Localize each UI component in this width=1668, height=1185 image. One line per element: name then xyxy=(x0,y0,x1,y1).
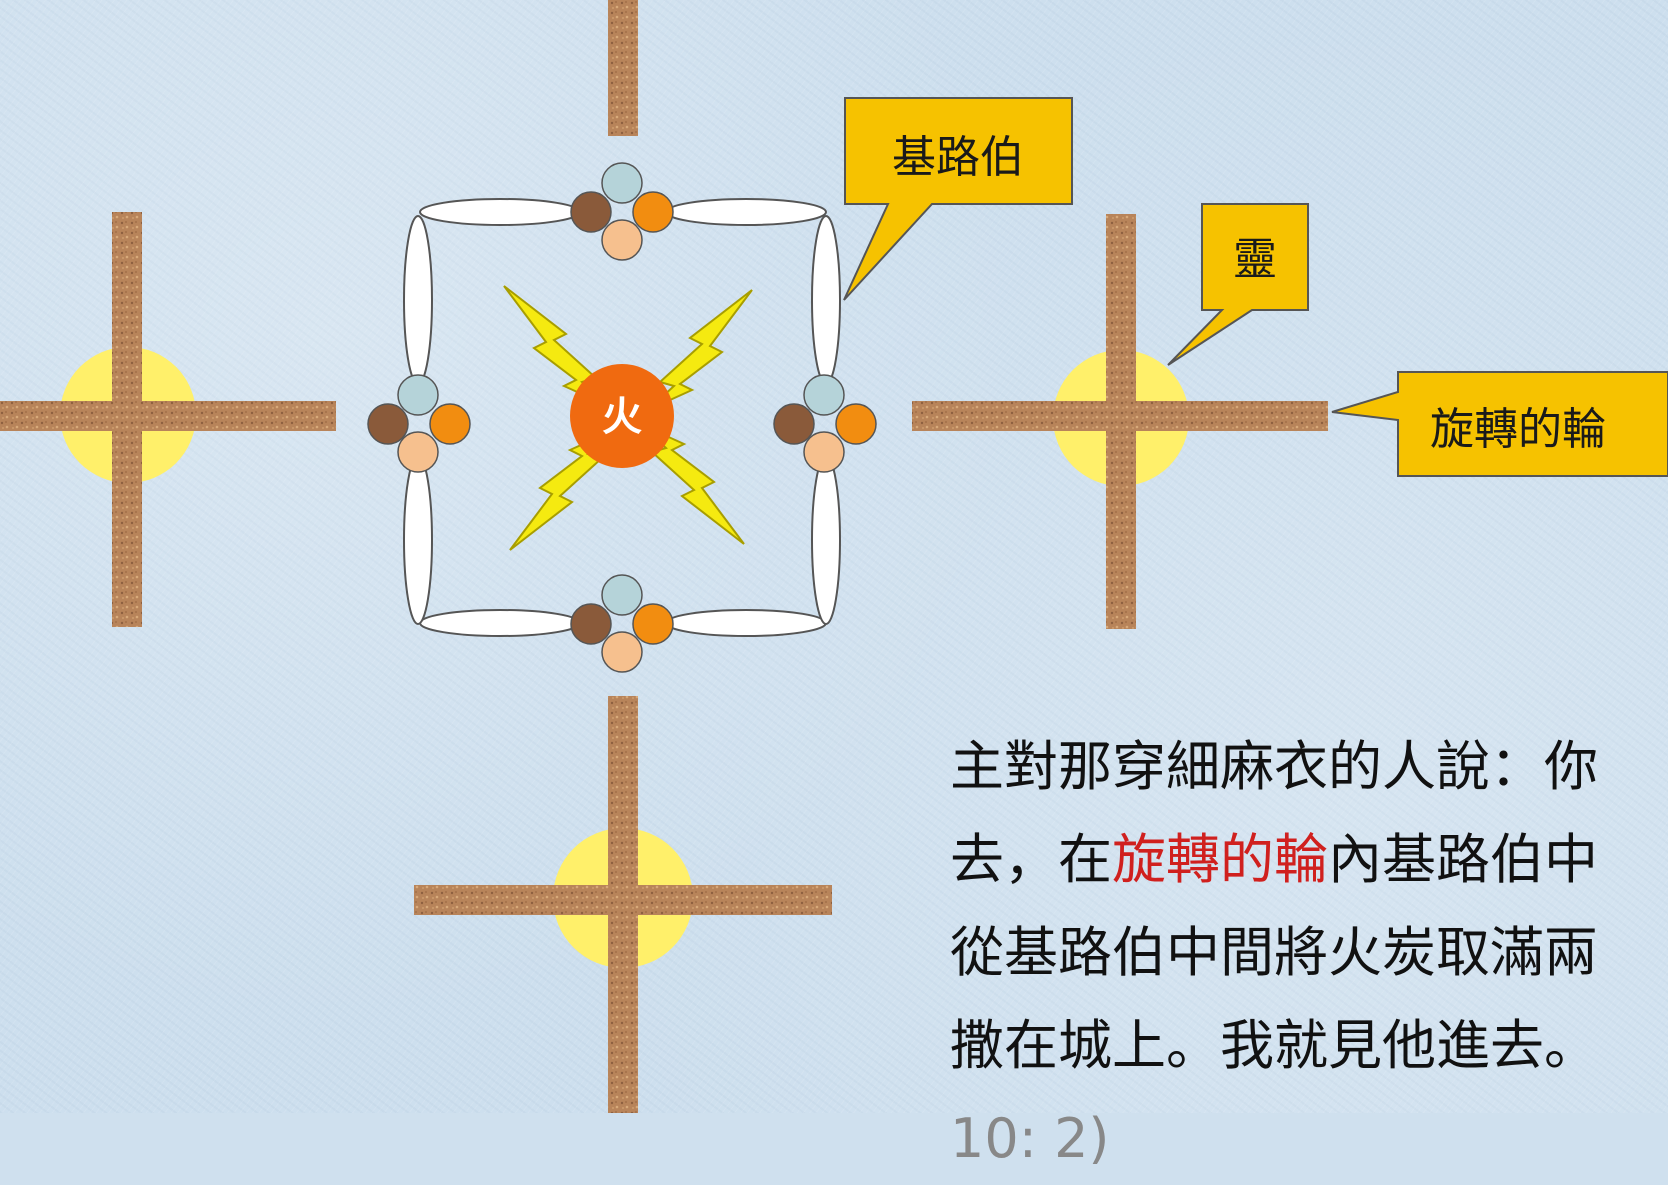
wing-top-right xyxy=(665,198,827,226)
ezekiel-vision-diagram: 火 基路伯 靈 旋轉的輪 xyxy=(0,0,1668,1113)
right-wheel-horizontal xyxy=(912,401,1328,431)
callout-cherubim-label: 基路伯 xyxy=(892,132,1024,183)
verse-line-3: 從基路伯中間將火炭取滿兩 xyxy=(950,921,1598,984)
bottom-wheel-horizontal xyxy=(414,885,832,915)
callout-wheel-label: 旋轉的輪 xyxy=(1430,404,1606,455)
verse-line-4: 撒在城上。我就見他進去。 xyxy=(950,1014,1598,1077)
top-cross-stem xyxy=(608,0,638,136)
cherub-left xyxy=(367,374,471,473)
wings-square xyxy=(403,198,841,637)
cherub-top xyxy=(570,162,674,261)
wing-top-left xyxy=(419,198,581,226)
callout-spirit: 靈 xyxy=(1167,203,1309,366)
left-wheel xyxy=(0,212,336,627)
verse-line-1: 主對那穿細麻衣的人說：你 xyxy=(950,735,1598,798)
callout-spirit-label: 靈 xyxy=(1233,234,1277,285)
cherub-right xyxy=(773,374,877,473)
callout-wheel: 旋轉的輪 xyxy=(1331,371,1668,477)
left-wheel-horizontal xyxy=(0,401,336,431)
right-wheel xyxy=(912,214,1328,629)
wing-left-bottom xyxy=(403,455,433,625)
scripture-verse: 主對那穿細麻衣的人說：你 去，在旋轉的輪內基路伯中 從基路伯中間將火炭取滿兩 撒… xyxy=(950,720,1668,1185)
verse-line-2-end: 內基路伯中 xyxy=(1328,828,1598,891)
wing-right-bottom xyxy=(811,455,841,625)
verse-highlight-wheel: 旋轉的輪 xyxy=(1112,828,1328,891)
verse-line-2-start: 去，在 xyxy=(950,828,1112,891)
bottom-wheel xyxy=(414,696,832,1113)
callout-cherubim: 基路伯 xyxy=(843,97,1073,301)
fire-circle xyxy=(570,364,674,468)
fire-label: 火 xyxy=(602,394,642,440)
wing-bottom-left xyxy=(419,609,581,637)
wing-bottom-right xyxy=(665,609,827,637)
verse-reference-partial: 10: 2) xyxy=(950,1107,1110,1170)
cherub-bottom xyxy=(570,574,674,673)
verse-line-2: 去，在旋轉的輪內基路伯中 xyxy=(950,813,1668,906)
wing-left-top xyxy=(403,215,433,385)
wing-right-top xyxy=(811,215,841,385)
